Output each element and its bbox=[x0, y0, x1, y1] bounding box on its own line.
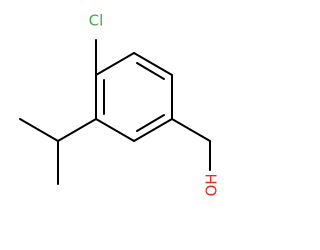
bond-ring-isopropyl bbox=[57, 118, 97, 142]
double-bond-inner-bottom bbox=[136, 114, 165, 132]
hydroxyl-atom-label: OH bbox=[203, 173, 221, 196]
structure-diagram: Cl OH bbox=[19, 12, 221, 197]
bond-isopropyl-methyl-1 bbox=[19, 118, 59, 142]
chlorine-atom-label: Cl bbox=[89, 12, 104, 30]
bonds bbox=[19, 39, 211, 185]
ring-bond-c1-c2 bbox=[95, 52, 135, 76]
bond-ring-ch2 bbox=[171, 118, 211, 142]
double-bond-inner-top bbox=[136, 62, 165, 80]
ring-bond-c2-c3 bbox=[133, 52, 173, 76]
ring-bond-c4-c5 bbox=[133, 118, 173, 142]
ring-bond-c5-c6 bbox=[95, 118, 135, 142]
